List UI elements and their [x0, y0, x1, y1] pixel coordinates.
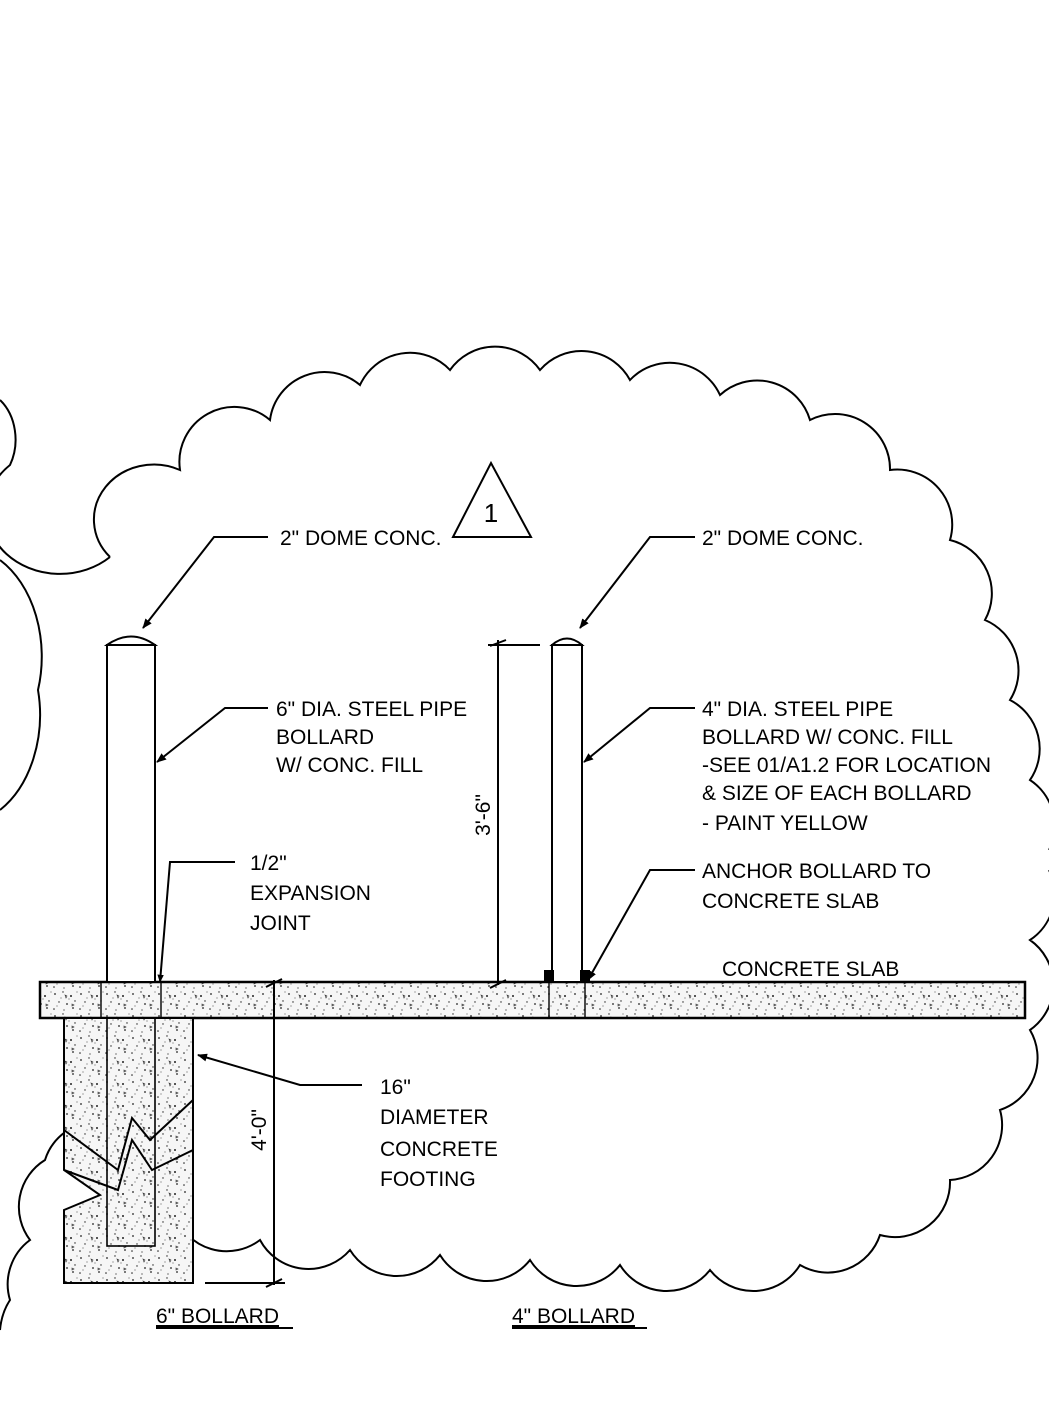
- dimension-depth-6-label: 4'-0": [248, 1109, 271, 1151]
- note-dome-4: 2" DOME CONC.: [702, 527, 863, 550]
- note-footing-line-1: 16": [380, 1076, 411, 1099]
- revision-number: 1: [484, 498, 498, 528]
- leader-anchor: [587, 869, 695, 981]
- note-pipe-6-line-2: BOLLARD: [276, 726, 374, 749]
- note-anchor-line-2: CONCRETE SLAB: [702, 890, 879, 913]
- break-line: [63, 1099, 194, 1172]
- revision-cloud-left: [0, 399, 111, 811]
- leader-dome-4: [579, 536, 695, 629]
- dimension-depth-6: 4'-0": [205, 978, 285, 1288]
- anchor-plate-right: [580, 970, 590, 982]
- leader-dome-6: [142, 536, 268, 629]
- note-pipe-4-line-3: -SEE 01/A1.2 FOR LOCATION: [702, 754, 991, 777]
- note-expansion-joint-line-2: EXPANSION: [250, 882, 371, 905]
- note-footing: 16" DIAMETER CONCRETE FOOTING: [380, 1076, 498, 1191]
- note-expansion-joint-line-1: 1/2": [250, 852, 287, 875]
- note-anchor: ANCHOR BOLLARD TO CONCRETE SLAB: [702, 860, 931, 913]
- leader-expansion-joint: [157, 861, 235, 983]
- note-pipe-6-line-1: 6" DIA. STEEL PIPE: [276, 698, 467, 721]
- note-expansion-joint: 1/2" EXPANSION JOINT: [250, 852, 371, 935]
- note-anchor-line-1: ANCHOR BOLLARD TO: [702, 860, 931, 883]
- pipe-6-inch: [106, 644, 156, 983]
- note-pipe-6-line-3: W/ CONC. FILL: [276, 754, 423, 777]
- note-pipe-4-line-4: & SIZE OF EACH BOLLARD: [702, 782, 972, 805]
- note-pipe-4-line-2: BOLLARD W/ CONC. FILL: [702, 726, 953, 749]
- leader-pipe-4: [583, 707, 695, 763]
- leader-pipe-6: [156, 707, 268, 763]
- dome-4-inch: [549, 637, 585, 646]
- note-pipe-4-line-1: 4" DIA. STEEL PIPE: [702, 698, 893, 721]
- pipe-4-inch: [551, 644, 583, 983]
- concrete-slab: [38, 980, 1027, 1020]
- dimension-height-4-label: 3'-6": [472, 794, 495, 836]
- note-expansion-joint-line-3: JOINT: [250, 912, 311, 935]
- note-footing-line-4: FOOTING: [380, 1168, 476, 1191]
- note-footing-line-3: CONCRETE: [380, 1138, 498, 1161]
- note-footing-line-2: DIAMETER: [380, 1106, 489, 1129]
- title-6-inch-bollard: 6" BOLLARD: [156, 1305, 279, 1328]
- title-4-inch-bollard: 4" BOLLARD: [512, 1305, 635, 1328]
- leader-footing: [197, 1053, 362, 1086]
- note-pipe-4: 4" DIA. STEEL PIPE BOLLARD W/ CONC. FILL…: [702, 698, 991, 835]
- note-slab: CONCRETE SLAB: [722, 958, 899, 981]
- note-pipe-6: 6" DIA. STEEL PIPE BOLLARD W/ CONC. FILL: [276, 698, 467, 777]
- note-pipe-4-line-5: - PAINT YELLOW: [702, 812, 868, 835]
- dimension-height-4: 3'-6": [472, 639, 540, 989]
- break-line-lower: [63, 1137, 194, 1192]
- note-dome-6: 2" DOME CONC.: [280, 527, 441, 550]
- revision-triangle: 1: [451, 460, 533, 538]
- anchor-plate-left: [544, 970, 554, 982]
- dome-6-inch: [103, 635, 159, 646]
- embedded-pipe-6: [106, 1017, 156, 1247]
